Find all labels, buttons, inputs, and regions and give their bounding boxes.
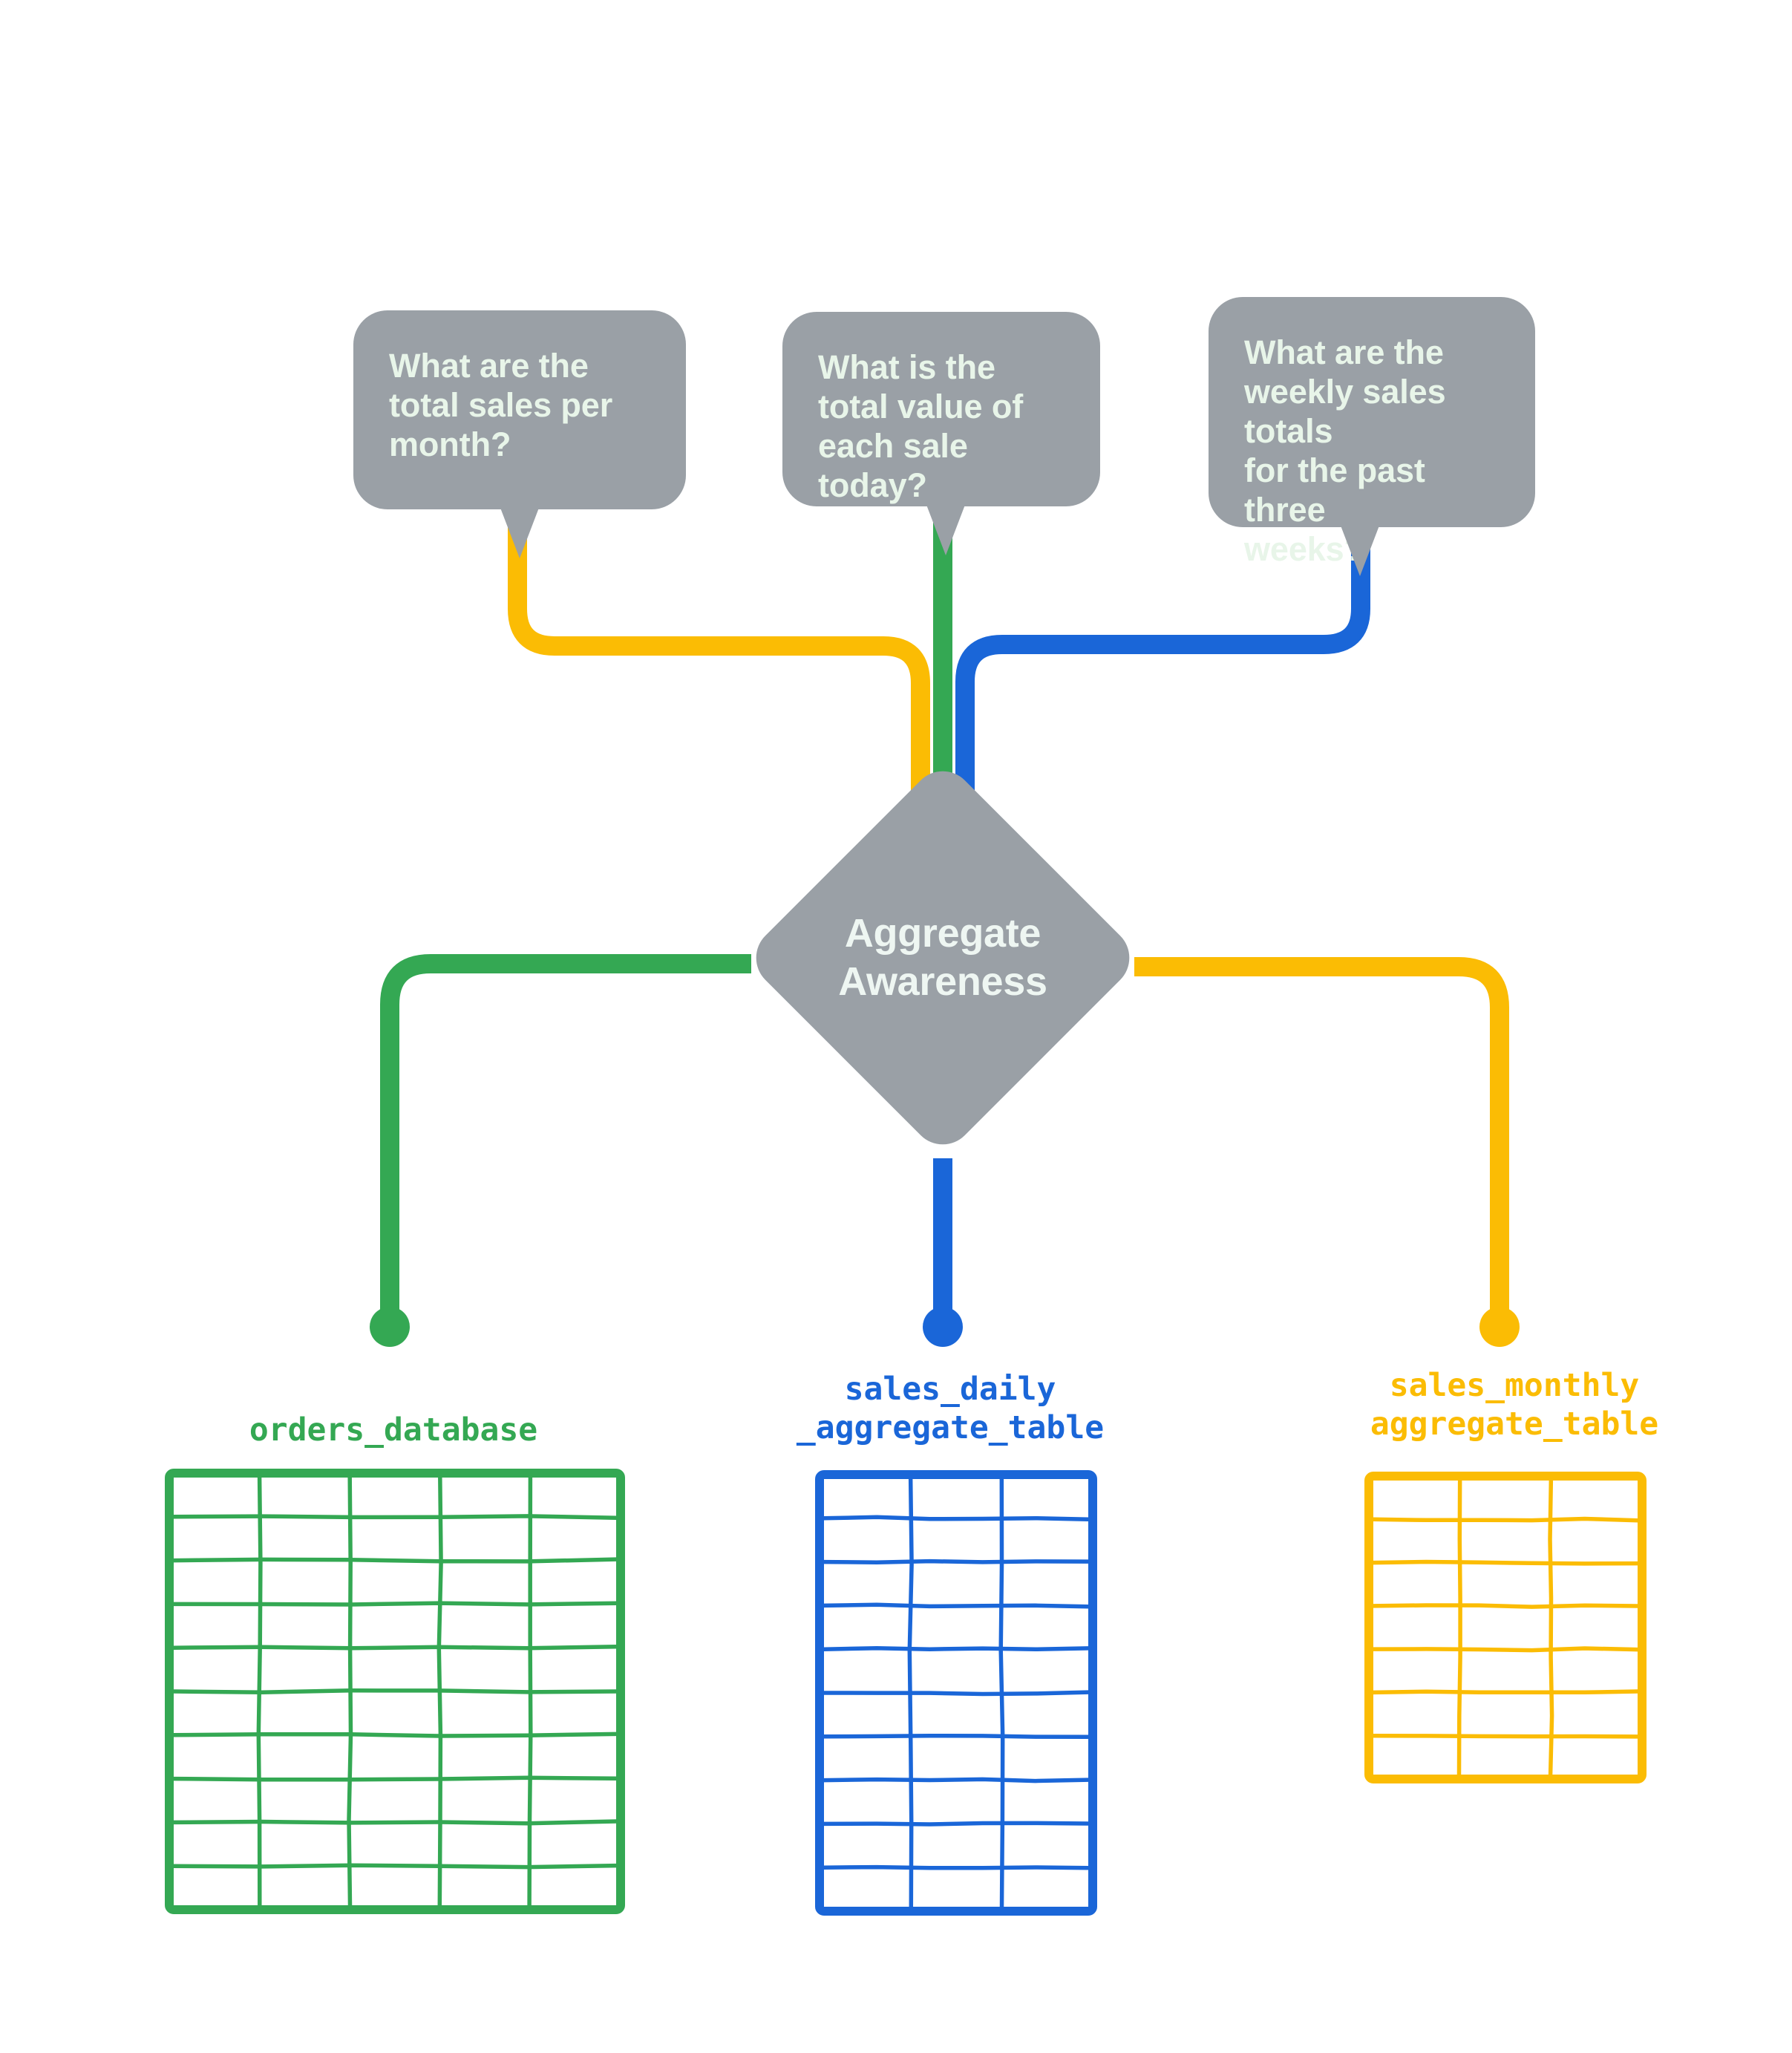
sales-monthly-aggregate-table[interactable] [1364,1472,1647,1783]
orders-database-label: orders_database [249,1411,538,1449]
bubble-tail-icon [500,508,539,558]
aggregate-awareness-label: Aggregate Awareness [838,911,1047,1004]
orders-database-table[interactable] [165,1469,625,1914]
sales-monthly-aggregate-table-label: sales_monthly aggregate_table [1370,1367,1659,1443]
question-bubble-weekly-sales[interactable]: What are the weekly sales totals for the… [1209,297,1535,576]
endpoint-dot-sales-monthly [1479,1307,1520,1347]
question-bubble-text: What are the weekly sales totals for the… [1244,333,1446,569]
question-bubble-daily-sale-value[interactable]: What is the total value of each sale tod… [782,312,1100,555]
question-bubble-text: What are the total sales per month? [389,347,613,464]
connector-node-to-orders-database [380,954,751,1322]
question-bubble-monthly-sales[interactable]: What are the total sales per month? [353,310,686,558]
aggregate-awareness-node[interactable]: Aggregate Awareness [743,758,1142,1158]
bubble-tail-icon [926,505,965,555]
sales-daily-aggregate-table[interactable] [815,1470,1097,1916]
sales-daily-aggregate-table-label: sales_daily _aggregate_table [796,1371,1105,1447]
endpoint-dot-sales-daily [923,1307,963,1347]
bubble-tail-icon [1341,526,1379,576]
endpoint-dot-orders-database [370,1307,410,1347]
question-bubble-text: What is the total value of each sale tod… [818,348,1024,505]
connector-node-to-sales-monthly [1134,957,1509,1322]
